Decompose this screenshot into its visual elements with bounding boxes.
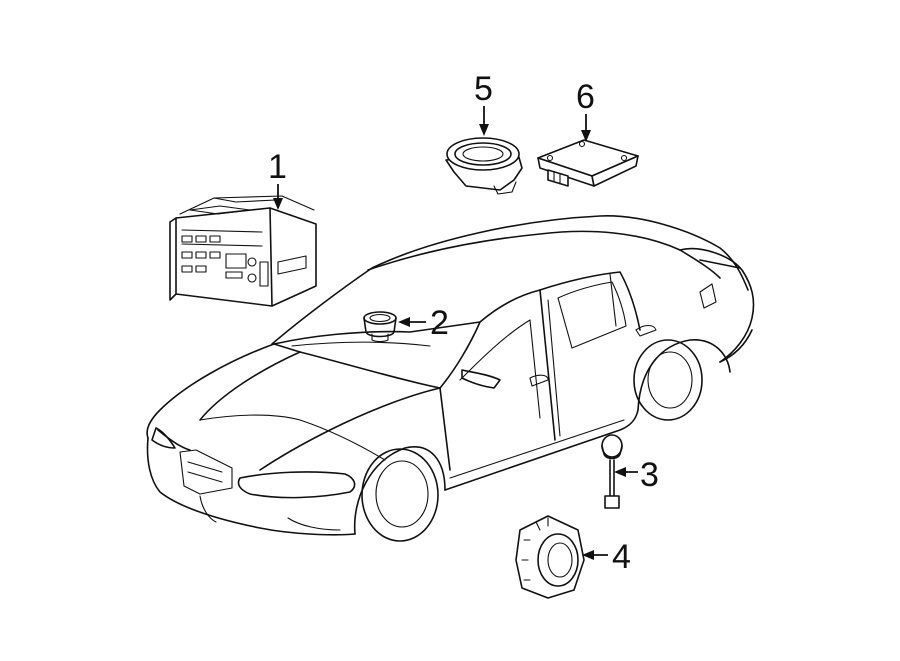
arrowhead-1	[273, 198, 283, 210]
amplifier-module-icon	[537, 139, 639, 187]
arrowhead-2	[398, 317, 410, 327]
arrowhead-5	[479, 124, 489, 136]
dash-speaker-icon	[363, 311, 397, 343]
arrowhead-6	[581, 130, 591, 142]
arrowhead-4	[582, 550, 594, 560]
callout-2: 2	[430, 304, 449, 342]
door-speaker-icon	[515, 515, 585, 599]
rear-speaker-icon	[445, 137, 523, 195]
radio-receiver-icon	[169, 195, 317, 307]
callout-5: 5	[474, 70, 493, 108]
callout-3: 3	[640, 456, 659, 494]
leader-arrows	[273, 106, 638, 560]
callout-labels: 1 2 3 4 5 6	[268, 70, 659, 576]
sedan-illustration	[146, 215, 755, 542]
tweeter-harness-icon	[601, 434, 623, 509]
callout-6: 6	[576, 78, 595, 116]
callout-1: 1	[268, 148, 287, 186]
callout-4: 4	[612, 538, 631, 576]
arrowhead-3	[614, 467, 626, 477]
